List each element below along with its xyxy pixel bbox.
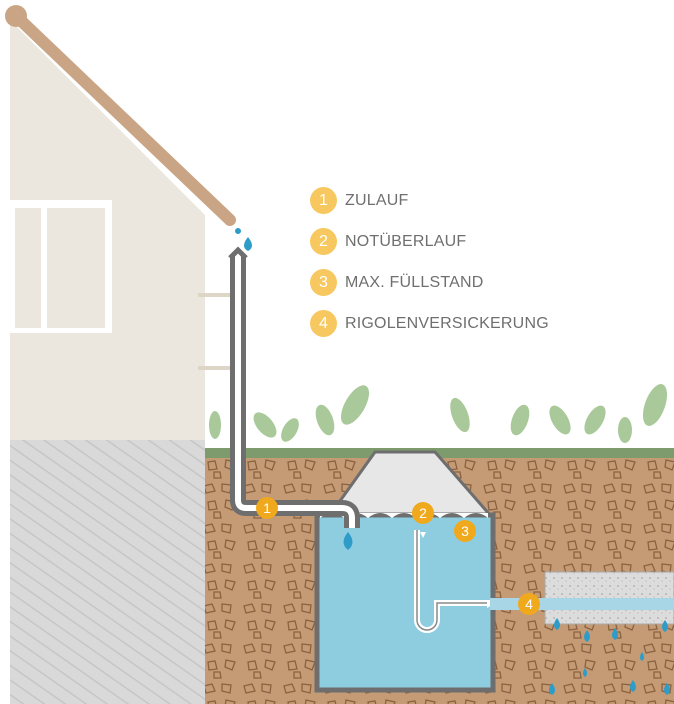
- marker-max-level: 3: [454, 520, 476, 542]
- pipe-bracket: [198, 293, 246, 297]
- legend-badge: 4: [310, 310, 337, 337]
- legend-badge: 2: [310, 228, 337, 255]
- downpipe-inner: [235, 255, 355, 528]
- pipe-funnel: [228, 246, 248, 260]
- roof: [9, 9, 236, 226]
- house-foundation: [10, 440, 205, 704]
- legend-label: MAX. FÜLLSTAND: [345, 273, 484, 291]
- overflow-arrow: [420, 532, 426, 538]
- plants: [209, 384, 668, 443]
- pipe-bracket: [198, 366, 246, 370]
- legend-badge: 1: [310, 187, 337, 214]
- legend-item-notueberlauf: 2 NOTÜBERLAUF: [310, 221, 549, 262]
- house: [5, 5, 246, 704]
- water-drops: [235, 228, 670, 695]
- overflow-pipe-outline: [416, 530, 492, 631]
- marker-infiltration: 4: [518, 593, 540, 615]
- marker-inflow: 1: [256, 497, 278, 519]
- legend: 1 ZULAUF 2 NOTÜBERLAUF 3 MAX. FÜLLSTAND …: [310, 180, 549, 344]
- water-surface: [320, 513, 488, 518]
- grass-strip: [205, 448, 674, 458]
- legend-item-rigolenversickerung: 4 RIGOLENVERSICKERUNG: [310, 303, 549, 344]
- legend-item-max-fuellstand: 3 MAX. FÜLLSTAND: [310, 262, 549, 303]
- marker-overflow: 2: [412, 502, 434, 524]
- cistern: [314, 450, 496, 693]
- legend-badge: 3: [310, 269, 337, 296]
- legend-label: ZULAUF: [345, 191, 409, 209]
- roof-ridge: [5, 5, 27, 27]
- legend-item-zulauf: 1 ZULAUF: [310, 180, 549, 221]
- window: [10, 200, 112, 333]
- legend-label: RIGOLENVERSICKERUNG: [345, 314, 549, 332]
- legend-label: NOTÜBERLAUF: [345, 232, 467, 250]
